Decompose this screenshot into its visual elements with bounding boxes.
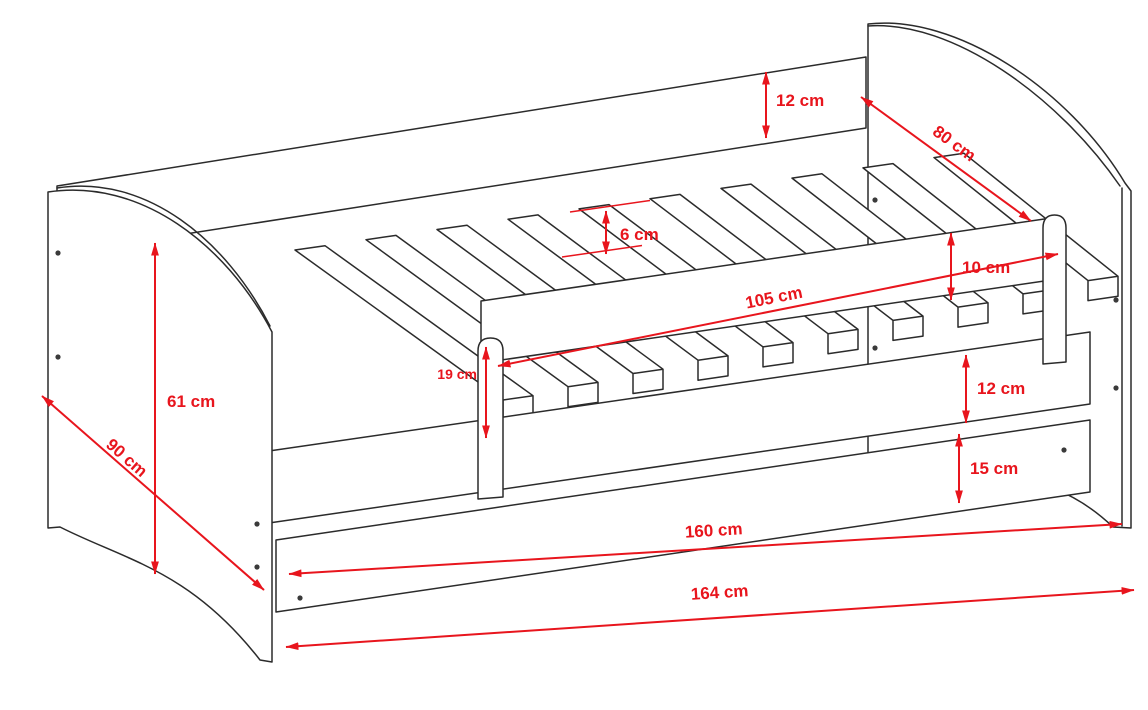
dim-line bbox=[285, 586, 1135, 651]
screw-cap-dot bbox=[254, 521, 260, 527]
dim-label: 12 cm bbox=[776, 91, 824, 110]
screw-cap-dot bbox=[1061, 447, 1067, 453]
screw-cap-dot bbox=[254, 564, 260, 570]
dim-line bbox=[288, 520, 1123, 578]
footboard-inner-top-edge bbox=[56, 185, 271, 327]
headboard-inner-top-edge bbox=[867, 24, 1121, 187]
dimension-drawer-height: 15 cm bbox=[955, 433, 1018, 504]
dim-label: 61 cm bbox=[167, 392, 215, 411]
dimension-outer-length: 164 cm bbox=[285, 581, 1135, 651]
dim-label: 160 cm bbox=[684, 519, 743, 541]
screw-cap-dot bbox=[55, 250, 61, 256]
dim-label: 12 cm bbox=[977, 379, 1025, 398]
dim-label: 6 cm bbox=[620, 225, 659, 244]
dimension-inner-length: 160 cm bbox=[288, 519, 1123, 578]
dim-line bbox=[860, 96, 1032, 222]
guard-post-front bbox=[477, 337, 504, 500]
dimension-side-rail-height: 12 cm bbox=[962, 354, 1025, 424]
screw-cap-dot bbox=[872, 197, 878, 203]
footboard-panel bbox=[47, 185, 273, 663]
screw-cap-dot bbox=[297, 595, 303, 601]
footboard-outline bbox=[47, 189, 273, 663]
dim-line bbox=[497, 252, 1059, 368]
screw-cap-dot bbox=[1113, 385, 1119, 391]
dim-label: 15 cm bbox=[970, 459, 1018, 478]
guard-post-back bbox=[1042, 214, 1067, 365]
dim-label: 19 cm bbox=[437, 366, 477, 382]
bed-drawing bbox=[47, 22, 1132, 663]
screw-cap-dot bbox=[872, 345, 878, 351]
dimension-guard-post-height: 19 cm bbox=[437, 346, 490, 439]
screw-cap-dot bbox=[55, 354, 61, 360]
dim-line bbox=[41, 395, 265, 591]
screw-cap-dot bbox=[1113, 297, 1119, 303]
dim-label: 164 cm bbox=[690, 581, 749, 604]
dimension-back-rail-height: 12 cm bbox=[762, 71, 824, 139]
dim-extension-line bbox=[569, 199, 651, 213]
